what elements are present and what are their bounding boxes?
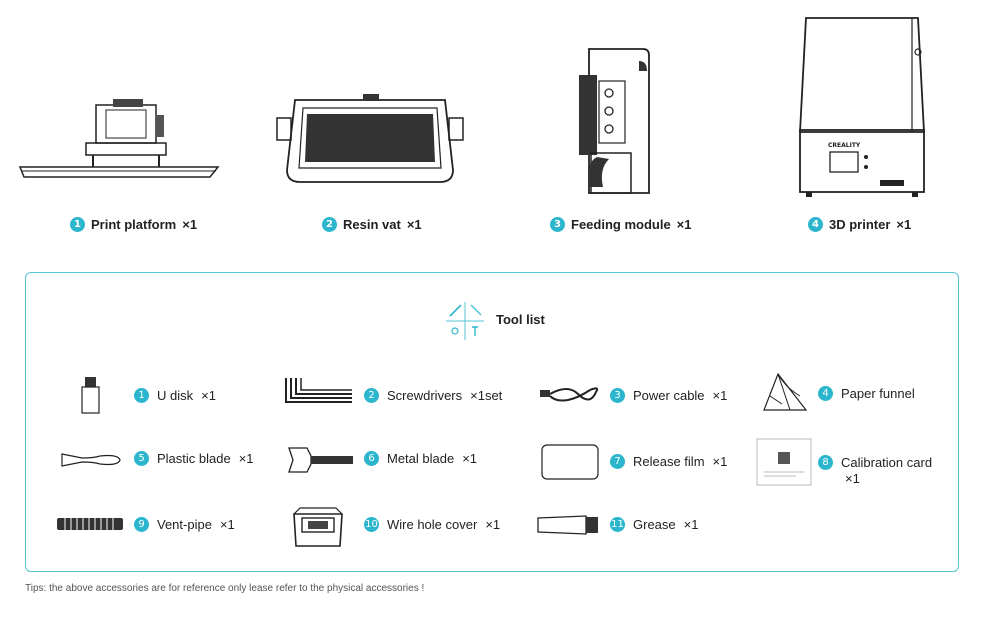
item-number-badge: 4 xyxy=(818,386,833,401)
item-label: 3D printer xyxy=(829,217,891,232)
item-qty: ×1 xyxy=(712,454,728,469)
item-number-badge: 3 xyxy=(610,388,625,403)
top-item-feeding-module: 3 Feeding module ×1 xyxy=(550,217,692,232)
item-label: Resin vat xyxy=(343,217,401,232)
tool-item-screwdrivers: 2 Screwdrivers ×1set xyxy=(364,388,502,404)
item-number-badge: 10 xyxy=(364,517,379,532)
item-qty: ×1 xyxy=(683,517,699,532)
tool-list-title: Tool list xyxy=(496,312,545,327)
screwdrivers-icon xyxy=(285,378,352,403)
tool-item-release-film: 7 Release film ×1 xyxy=(610,454,727,470)
item-label: Calibration card xyxy=(841,455,933,470)
item-qty: ×1set xyxy=(470,388,503,403)
item-qty: ×1 xyxy=(676,217,692,232)
u-disk-icon xyxy=(81,377,100,414)
item-qty: ×1 xyxy=(485,517,501,532)
tool-item-plastic-blade: 5 Plastic blade ×1 xyxy=(134,451,254,467)
item-number-badge: 1 xyxy=(70,217,85,232)
vent-pipe-icon xyxy=(57,518,123,530)
item-label: Plastic blade xyxy=(157,451,231,466)
plastic-blade-icon xyxy=(61,453,121,467)
item-number-badge: 1 xyxy=(134,388,149,403)
resin-vat-image xyxy=(276,94,464,183)
item-qty: ×1 xyxy=(462,451,478,466)
item-number-badge: 3 xyxy=(550,217,565,232)
item-number-badge: 5 xyxy=(134,451,149,466)
power-cable-icon xyxy=(540,387,599,402)
item-label: Vent-pipe xyxy=(157,517,212,532)
calibration-card-icon xyxy=(756,438,812,486)
tool-item-vent-pipe: 9 Vent-pipe ×1 xyxy=(134,517,235,533)
tool-list-box xyxy=(25,272,959,572)
item-qty: ×1 xyxy=(238,451,254,466)
item-label: U disk xyxy=(157,388,194,403)
item-label: Power cable xyxy=(633,388,705,403)
item-number-badge: 6 xyxy=(364,451,379,466)
item-label: Screwdrivers xyxy=(387,388,463,403)
top-item-print-platform: 1 Print platform ×1 xyxy=(70,217,197,232)
wire-hole-cover-icon xyxy=(293,507,343,547)
tool-item-metal-blade: 6 Metal blade ×1 xyxy=(364,451,477,467)
item-label: Wire hole cover xyxy=(387,517,478,532)
item-label: Print platform xyxy=(91,217,177,232)
item-number-badge: 9 xyxy=(134,517,149,532)
item-label: Feeding module xyxy=(571,217,671,232)
item-qty: ×1 xyxy=(406,217,422,232)
tool-item-u-disk: 1 U disk ×1 xyxy=(134,388,216,404)
item-qty: ×1 xyxy=(845,471,860,486)
item-qty: ×1 xyxy=(219,517,235,532)
item-number-badge: 8 xyxy=(818,455,833,470)
item-number-badge: 11 xyxy=(610,517,625,532)
item-qty: ×1 xyxy=(201,388,216,403)
item-number-badge: 7 xyxy=(610,454,625,469)
item-label: Grease xyxy=(633,517,676,532)
tool-item-paper-funnel: 4 Paper funnel xyxy=(818,386,923,402)
item-label: Release film xyxy=(633,454,705,469)
grease-tube-icon xyxy=(537,515,598,535)
top-item-resin-vat: 2 Resin vat ×1 xyxy=(322,217,422,232)
item-label: Metal blade xyxy=(387,451,455,466)
print-platform-image xyxy=(18,99,220,178)
item-number-badge: 2 xyxy=(364,388,379,403)
tool-item-power-cable: 3 Power cable ×1 xyxy=(610,388,727,404)
tools-icon xyxy=(446,302,484,340)
metal-blade-icon xyxy=(288,447,353,473)
printer-brand-text: CREALITY xyxy=(828,142,861,149)
tips-note: Tips: the above accessories are for refe… xyxy=(25,583,425,594)
3d-printer-image: CREALITY xyxy=(799,17,925,197)
item-qty: ×1 xyxy=(182,217,198,232)
item-qty: ×1 xyxy=(896,217,912,232)
item-number-badge: 4 xyxy=(808,217,823,232)
tool-item-grease: 11 Grease ×1 xyxy=(610,517,698,533)
tool-item-calibration-card: 8 Calibration card ×1 xyxy=(818,455,932,487)
item-number-badge: 2 xyxy=(322,217,337,232)
release-film-icon xyxy=(541,444,599,480)
item-label: Paper funnel xyxy=(841,386,915,401)
feeding-module-image xyxy=(579,48,650,194)
tool-item-wire-hole-cover: 10 Wire hole cover ×1 xyxy=(364,517,500,533)
paper-funnel-icon xyxy=(763,372,808,411)
top-item-3d-printer: 4 3D printer ×1 xyxy=(808,217,911,232)
item-qty: ×1 xyxy=(712,388,728,403)
